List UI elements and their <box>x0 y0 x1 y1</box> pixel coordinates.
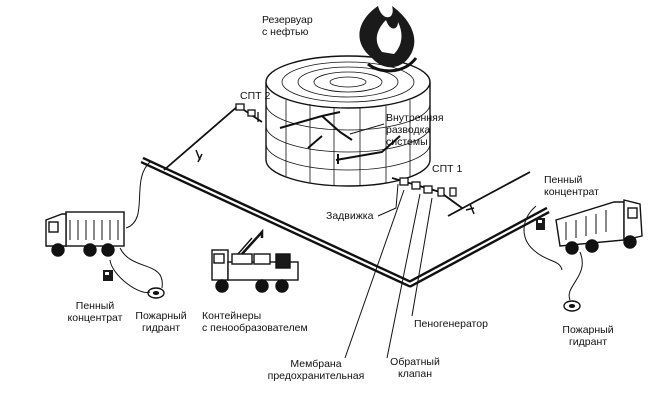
fire-truck-icon-right <box>555 199 643 255</box>
foam-left-line2: концентрат <box>67 312 123 324</box>
tank-label: Резервуар с нефтью <box>262 14 313 38</box>
tank-label-line2: с нефтью <box>262 26 309 38</box>
hydrant-left-line1: Пожарный <box>135 310 187 322</box>
spt2-label: СПТ 2 <box>240 90 271 102</box>
fire-truck-icon <box>45 211 125 257</box>
foam-left-line1: Пенный <box>75 300 115 312</box>
main-pipeline <box>140 156 550 288</box>
internal-piping-label: Внутренняя разводка системы <box>386 112 444 148</box>
pipeline-stubs <box>195 149 475 215</box>
check-valve-line1: Обратный <box>390 356 440 368</box>
foam-right-line2: концентрат <box>544 186 599 198</box>
internal-label-line1: Внутренняя <box>386 112 444 124</box>
foam-concentrate-left-label: Пенный концентрат <box>60 300 130 324</box>
foam-canister-icon-right <box>536 218 545 230</box>
containers-line1: Контейнеры <box>202 310 262 322</box>
check-valve-label: Обратный клапан <box>384 356 446 380</box>
membrane-line1: Мембрана <box>290 358 342 370</box>
flame-icon <box>359 6 418 73</box>
leader-lines <box>344 123 433 359</box>
hoses-right <box>523 205 583 301</box>
foam-canister-icon <box>103 270 113 281</box>
internal-label-line2: разводка <box>386 124 431 136</box>
containers-label: Контейнеры с пенообразователем <box>202 310 308 334</box>
foam-concentrate-right-label: Пенный концентрат <box>544 174 599 198</box>
tank-label-line1: Резервуар <box>262 14 313 26</box>
hydrant-right-line2: гидрант <box>568 336 608 348</box>
hoses-left <box>109 161 163 293</box>
check-valve-line2: клапан <box>397 368 432 380</box>
containers-line2: с пенообразователем <box>202 322 308 334</box>
membrane-line2: предохранительная <box>267 370 365 382</box>
hydrant-icon <box>147 287 165 299</box>
spt1-label: СПТ 1 <box>432 163 463 175</box>
foam-right-line1: Пенный <box>544 174 583 186</box>
hydrant-right-label: Пожарный гидрант <box>552 324 624 348</box>
internal-piping <box>279 111 401 164</box>
membrane-label: Мембрана предохранительная <box>266 358 366 382</box>
hydrant-icon-right <box>563 300 581 312</box>
hydrant-right-line1: Пожарный <box>562 324 614 336</box>
crane-truck-icon <box>211 228 299 293</box>
oil-tank <box>265 55 431 187</box>
valve-label: Задвижка <box>326 210 374 222</box>
hydrant-left-label: Пожарный гидрант <box>130 310 192 334</box>
spt2-fittings <box>235 103 259 122</box>
foam-generator-label: Пеногенератор <box>414 318 488 330</box>
hydrant-left-line2: гидрант <box>141 322 181 334</box>
internal-label-line3: системы <box>386 136 428 148</box>
spt1-fittings <box>399 177 457 197</box>
